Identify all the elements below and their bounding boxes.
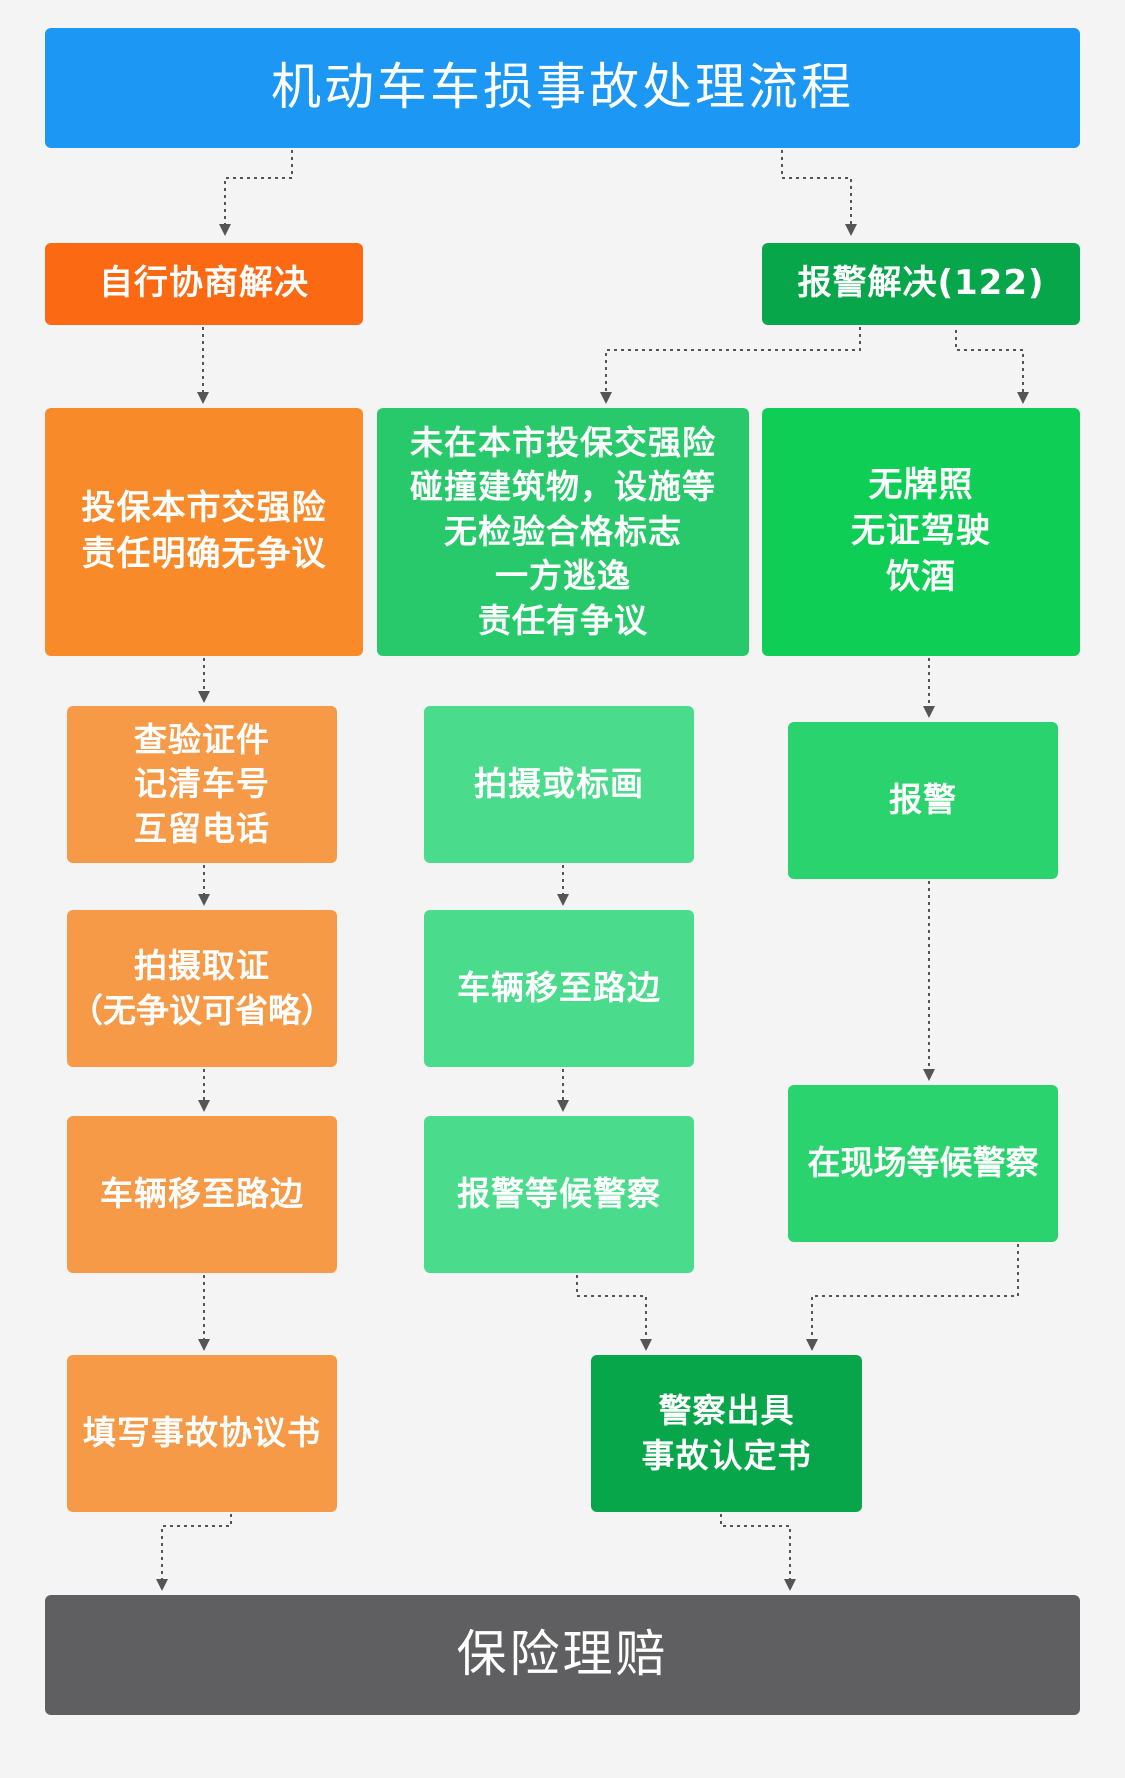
left-condition-line: 投保本市交强险	[81, 488, 327, 529]
left-step-line: 车辆移至路边	[100, 1174, 304, 1214]
right-step-wait-on-site: 在现场等候警察	[788, 1085, 1058, 1242]
middle-condition-line: 一方逃逸	[495, 556, 631, 596]
flow-title: 机动车车损事故处理流程	[45, 28, 1080, 148]
left-step-fill-agreement: 填写事故协议书	[67, 1355, 337, 1512]
right-step-line: 报警	[889, 780, 957, 820]
middle-condition-line: 责任有争议	[478, 600, 648, 640]
left-step-line: 互留电话	[134, 808, 270, 848]
left-step-line: 查验证件	[134, 719, 270, 759]
middle-step-report-wait: 报警等候警察	[424, 1116, 694, 1273]
middle-step-line: 车辆移至路边	[457, 968, 661, 1008]
right-step-line: 在现场等候警察	[807, 1143, 1039, 1183]
left-step-photo-evidence: 拍摄取证 （无争议可省略）	[67, 910, 337, 1067]
left-step-line: 填写事故协议书	[83, 1413, 321, 1453]
connector-right-header-right	[955, 330, 1029, 404]
right-condition-line: 无牌照	[868, 465, 974, 506]
middle-condition-line: 碰撞建筑物，设施等	[410, 467, 716, 507]
police-report-header: 报警解决(122)	[762, 243, 1080, 325]
left-step-check-docs: 查验证件 记清车号 互留电话	[67, 706, 337, 863]
connector-right-final	[806, 1244, 1019, 1351]
police-certificate-line: 事故认定书	[641, 1435, 812, 1475]
police-certificate-line: 警察出具	[658, 1390, 795, 1430]
connector-middle-final	[576, 1275, 652, 1351]
connector-title-left	[219, 150, 293, 236]
middle-step-photo-mark: 拍摄或标画	[424, 706, 694, 863]
self-negotiation-label: 自行协商解决	[99, 263, 309, 304]
connector-right-header-middle	[600, 327, 861, 404]
police-certificate-box: 警察出具 事故认定书	[591, 1355, 862, 1512]
middle-condition-line: 未在本市投保交强险	[410, 422, 716, 462]
middle-condition-line: 无检验合格标志	[444, 511, 682, 551]
middle-step-move-vehicle: 车辆移至路边	[424, 910, 694, 1067]
right-step-report: 报警	[788, 722, 1058, 879]
flow-title-text: 机动车车损事故处理流程	[271, 58, 854, 117]
connector-final-bottom	[720, 1514, 796, 1591]
left-step-line: 记清车号	[134, 764, 270, 804]
connector-title-right	[781, 150, 857, 236]
left-step-line: （无争议可省略）	[70, 990, 334, 1030]
left-condition-line: 责任明确无争议	[81, 534, 327, 574]
middle-step-line: 拍摄或标画	[474, 764, 644, 804]
insurance-claim-text: 保险理赔	[456, 1625, 669, 1684]
left-step-move-vehicle: 车辆移至路边	[67, 1116, 337, 1273]
right-condition-line: 饮酒	[886, 556, 956, 597]
left-step-line: 拍摄取证	[134, 945, 270, 985]
connector-left-bottom	[156, 1514, 232, 1591]
right-condition-line: 无证驾驶	[851, 511, 991, 552]
insurance-claim-bar: 保险理赔	[45, 1595, 1080, 1715]
middle-condition-box: 未在本市投保交强险 碰撞建筑物，设施等 无检验合格标志 一方逃逸 责任有争议	[377, 408, 749, 656]
right-condition-box: 无牌照 无证驾驶 饮酒	[762, 408, 1080, 656]
police-report-label: 报警解决(122)	[797, 263, 1045, 304]
middle-step-line: 报警等候警察	[457, 1174, 661, 1214]
left-condition-box: 投保本市交强险 责任明确无争议	[45, 408, 363, 656]
self-negotiation-header: 自行协商解决	[45, 243, 363, 325]
